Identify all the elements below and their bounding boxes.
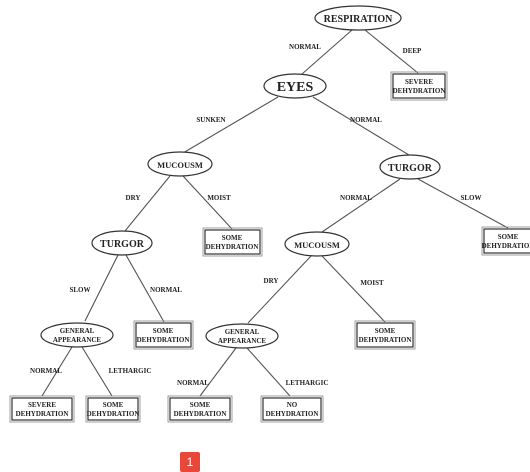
node-mucousm-right: MUCOUSM bbox=[284, 231, 350, 257]
leaf-normal-left-line-2: DEHYDRATION bbox=[137, 336, 190, 344]
leaf-moist-right-line-2: DEHYDRATION bbox=[359, 336, 412, 344]
leaf-some-dehydration-normal-left: SOME DEHYDRATION bbox=[133, 320, 194, 350]
edge-label-gar-normal: NORMAL bbox=[177, 379, 209, 387]
leaf-severe-dehydration-normal: SEVERE DEHYDRATION bbox=[9, 395, 75, 423]
leaf-normal-bottom-line-1: SOME bbox=[190, 401, 211, 409]
node-eyes: EYES bbox=[263, 73, 327, 99]
node-general-appearance-left: GENERAL APPEARANCE bbox=[40, 322, 114, 348]
leaf-deep-line-2: DEHYDRATION bbox=[393, 87, 446, 95]
edge-turgor-ga bbox=[84, 254, 119, 322]
edge-ga-lethargic-right bbox=[246, 347, 291, 397]
edge-label-turr-normal: NORMAL bbox=[340, 194, 372, 202]
edge-mucousm-moist bbox=[182, 175, 233, 230]
node-mucousm-right-label: MUCOUSM bbox=[294, 240, 340, 250]
node-ga-right-label-1: GENERAL bbox=[225, 328, 260, 336]
edge-label-mucl-moist: MOIST bbox=[207, 194, 231, 202]
edge-label-mucl-dry: DRY bbox=[126, 194, 141, 202]
node-mucousm-left-label: MUCOUSM bbox=[157, 160, 203, 170]
edge-label-turl-slow: SLOW bbox=[69, 286, 90, 294]
edge-labels: NORMAL DEEP SUNKEN NORMAL DRY MOIST NORM… bbox=[30, 43, 481, 387]
leaf-some-dehydration-lethargic-left: SOME DEHYDRATION bbox=[85, 395, 141, 423]
node-mucousm-left: MUCOUSM bbox=[147, 151, 213, 177]
edge-label-gal-lethargic: LETHARGIC bbox=[109, 367, 152, 375]
edge-label-turr-slow: SLOW bbox=[460, 194, 481, 202]
edge-mucousm-ga bbox=[247, 255, 312, 324]
leaf-normal-left-line-1: SOME bbox=[153, 327, 174, 335]
leaf-lethargic-left-line-1: SOME bbox=[103, 401, 124, 409]
edge-respiration-deep bbox=[364, 29, 419, 74]
page-number-badge: 1 bbox=[180, 452, 200, 472]
leaf-some-dehydration-moist-left: SOME DEHYDRATION bbox=[202, 227, 263, 257]
node-turgor-left: TURGOR bbox=[91, 230, 153, 256]
edge-turgor-slow bbox=[417, 178, 509, 229]
leaf-normal-bottom-line-2: DEHYDRATION bbox=[174, 410, 227, 418]
leaf-moist-right-line-1: SOME bbox=[375, 327, 396, 335]
edge-eyes-mucousm bbox=[182, 96, 279, 154]
node-respiration-label: RESPIRATION bbox=[324, 14, 393, 25]
node-respiration: RESPIRATION bbox=[314, 5, 402, 31]
leaf-lethargic-left-line-2: DEHYDRATION bbox=[87, 410, 140, 418]
edge-label-mucr-dry: DRY bbox=[264, 277, 279, 285]
node-ga-left-label-1: GENERAL bbox=[60, 327, 95, 335]
edge-respiration-eyes bbox=[301, 29, 353, 75]
edge-label-gar-lethargic: LETHARGIC bbox=[286, 379, 329, 387]
leaf-some-dehydration-slow-right: SOME DEHYDRATION bbox=[481, 226, 530, 256]
edge-label-resp-normal: NORMAL bbox=[289, 43, 321, 51]
node-turgor-right-label: TURGOR bbox=[388, 163, 433, 174]
leaf-normal-severe-line-2: DEHYDRATION bbox=[16, 410, 69, 418]
node-turgor-right: TURGOR bbox=[379, 154, 441, 180]
leaf-severe-dehydration-deep: SEVERE DEHYDRATION bbox=[390, 71, 448, 101]
node-eyes-label: EYES bbox=[277, 80, 314, 95]
edge-eyes-turgor bbox=[312, 96, 410, 156]
leaf-moist-left-line-1: SOME bbox=[222, 234, 243, 242]
edge-ga-normal-left bbox=[41, 346, 73, 397]
leaf-slow-right-line-2: DEHYDRATION bbox=[482, 242, 530, 250]
leaf-normal-severe-line-1: SEVERE bbox=[28, 401, 56, 409]
edge-turgor-normal bbox=[125, 254, 165, 323]
leaf-slow-right-line-1: SOME bbox=[498, 233, 519, 241]
leaf-deep-line-1: SEVERE bbox=[405, 78, 433, 86]
edge-label-turl-normal: NORMAL bbox=[150, 286, 182, 294]
node-general-appearance-right: GENERAL APPEARANCE bbox=[205, 323, 279, 349]
edge-label-gal-normal: NORMAL bbox=[30, 367, 62, 375]
edge-label-eyes-normal: NORMAL bbox=[350, 116, 382, 124]
leaf-no-dehydration: NO DEHYDRATION bbox=[260, 395, 324, 423]
edge-label-mucr-moist: MOIST bbox=[360, 279, 384, 287]
edge-ga-lethargic-left bbox=[81, 346, 113, 397]
edge-label-eyes-sunken: SUNKEN bbox=[196, 116, 225, 124]
edge-ga-normal-right bbox=[199, 347, 237, 397]
edge-mucousm-moist-right bbox=[321, 255, 386, 323]
edge-label-resp-deep: DEEP bbox=[403, 47, 422, 55]
node-turgor-left-label: TURGOR bbox=[100, 239, 145, 250]
edge-mucousm-turgor bbox=[124, 175, 171, 232]
leaf-moist-left-line-2: DEHYDRATION bbox=[206, 243, 259, 251]
node-ga-right-label-2: APPEARANCE bbox=[218, 337, 267, 345]
leaf-no-line-1: NO bbox=[287, 401, 298, 409]
leaf-no-line-2: DEHYDRATION bbox=[266, 410, 319, 418]
leaf-some-dehydration-moist-right: SOME DEHYDRATION bbox=[354, 320, 416, 350]
tree-edges bbox=[41, 29, 509, 397]
node-ga-left-label-2: APPEARANCE bbox=[53, 336, 102, 344]
edge-turgor-mucousm bbox=[321, 178, 401, 233]
leaf-some-dehydration-normal-bottom: SOME DEHYDRATION bbox=[167, 395, 233, 423]
